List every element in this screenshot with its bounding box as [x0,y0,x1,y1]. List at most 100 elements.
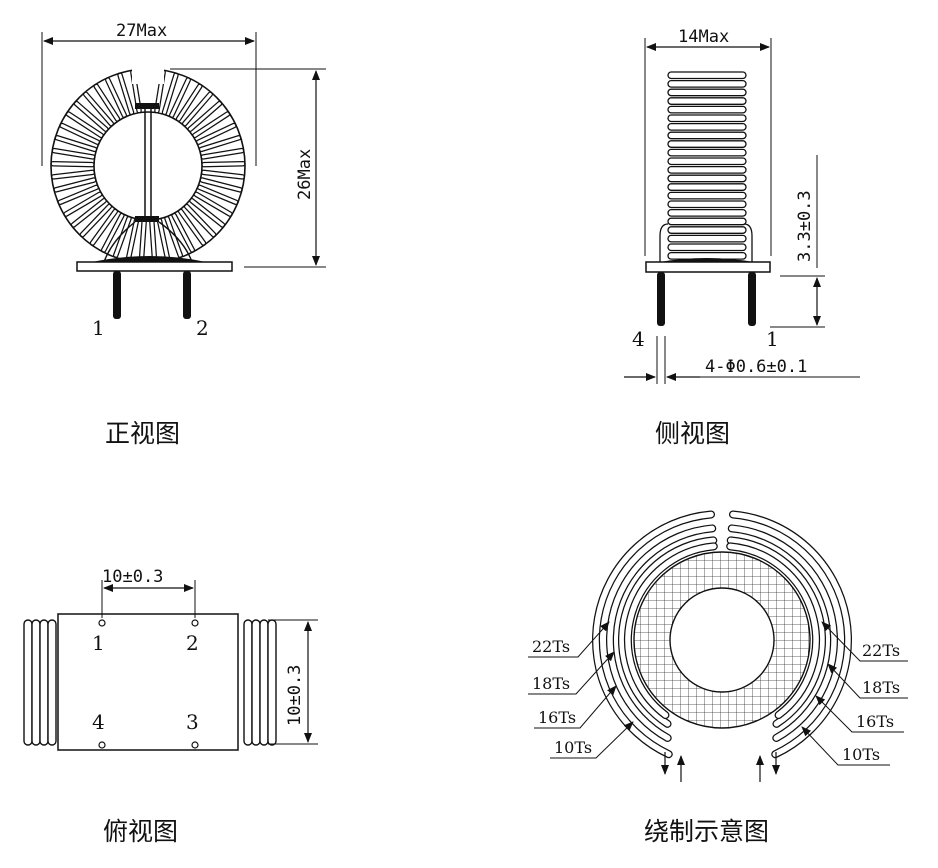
coil-turn-highlight [202,162,245,167]
coil-turn [667,148,747,157]
base-shadow [660,258,754,262]
lead-loop [743,223,753,262]
top-view: 1 2 4 3 10±0.3 10±0.3 [23,567,318,751]
winding-layer-inner [625,543,717,718]
leader-line [550,721,634,759]
width-dimension-label: 27Max [116,21,167,41]
pitch-y-label: 10±0.3 [285,665,305,726]
coil-turn-highlight [66,112,103,137]
coil-turn-highlight [94,84,119,121]
coil-turn [667,191,747,200]
caption-front-view: 正视图 [105,419,180,448]
turns-label-right: 16Ts [856,712,894,731]
width-dimension-label: 14Max [678,27,729,47]
base-outline [57,613,239,751]
winding-gap [132,64,164,84]
coil-turn-highlight [102,214,124,252]
pin-label: 4 [92,710,105,734]
pin-label-1: 1 [92,316,105,340]
coil-turn [251,619,261,746]
coil-turn-highlight [197,124,236,144]
coil-turn [23,619,33,746]
coil-turn-highlight [52,149,95,159]
coil-turn [667,165,747,174]
coil-turn [47,619,57,746]
coil-turn [667,122,747,131]
coil-turn-highlight [60,124,99,144]
coil-turn [667,114,747,123]
side-view: 4 1 14Max 3.3±0.3 4-Φ0.6±0.1 [624,27,860,384]
pin-label: 3 [186,710,199,734]
winding-layer-inner [727,537,825,727]
side-coil-turns [667,71,747,260]
caption-side-view: 侧视图 [655,419,730,448]
pin-4 [657,272,665,326]
pitch-x-label: 10±0.3 [102,567,163,587]
coil-turn [667,88,747,97]
pin-2 [183,271,191,319]
leader-line [821,621,908,662]
pin-label-1: 1 [766,327,779,351]
coil-turn-highlight [84,92,113,126]
leader-line [801,726,890,766]
pin-label-4: 4 [632,327,645,351]
coil-turn-highlight [80,204,111,237]
winding-layer-inner [607,525,715,741]
coil-turn [243,619,253,746]
coil-turn-highlight [201,149,244,159]
toroid-inner-edge [93,111,203,221]
coil-turn-highlight [106,78,126,117]
coil-turn-highlight [55,136,97,151]
base-shadow [92,256,206,262]
coil-turn-highlight [172,214,194,252]
coil-turn-highlight [139,220,146,263]
turns-label-right: 22Ts [862,641,900,660]
winding-layer-inner [727,543,819,718]
pin-hole [98,741,106,749]
caption-top-view: 俯视图 [103,817,178,846]
coil-turn [667,71,747,80]
coil-turn-highlight [158,219,170,261]
lead-loop [659,223,669,262]
coil-turn-highlight [58,185,98,204]
coil-turn [267,619,277,746]
coil-turn-highlight [199,136,241,151]
leader-line [534,685,617,729]
coil-turn-highlight [118,73,134,114]
pin-hole [191,741,199,749]
coil-turn-highlight [72,199,106,227]
coil-turn-highlight [64,192,102,216]
lead-wire [158,221,193,263]
divider-top [135,103,159,109]
coil-turn-highlight [177,84,202,121]
standoff-dimension-label: 3.3±0.3 [795,190,815,262]
pin-1 [113,271,121,319]
coil-turn [667,79,747,88]
coil-turn-highlight [165,217,182,257]
winding-diagram: 22Ts 18Ts 16Ts 10Ts 22Ts 18Ts 16Ts 10Ts [528,510,908,782]
coil-turn-highlight [179,209,206,245]
winding-layer-inner [730,511,851,757]
coil-turn [667,226,747,234]
coil-turn-highlight [54,178,96,192]
coil-turn-highlight [198,185,238,204]
lead-wire [103,221,136,263]
coil-turn [667,200,747,209]
coil-turn [667,183,747,191]
winding-layer-inner [619,537,717,727]
coil-turn-highlight [170,78,190,117]
leader-line [827,663,908,699]
core-hole [669,587,775,693]
coil-turn-highlight [51,162,94,167]
coil-turn-highlight [202,170,244,179]
leader-line [815,695,904,733]
divider-bottom [135,216,159,222]
coil-turn-highlight [194,192,232,216]
coil-turn-highlight [190,199,224,227]
coil-turn [667,208,747,217]
winding-layer-inner [729,525,837,741]
pin-label: 1 [92,631,105,655]
coil-turn [667,234,747,243]
front-view: 1 2 27Max 26Max [41,21,326,340]
